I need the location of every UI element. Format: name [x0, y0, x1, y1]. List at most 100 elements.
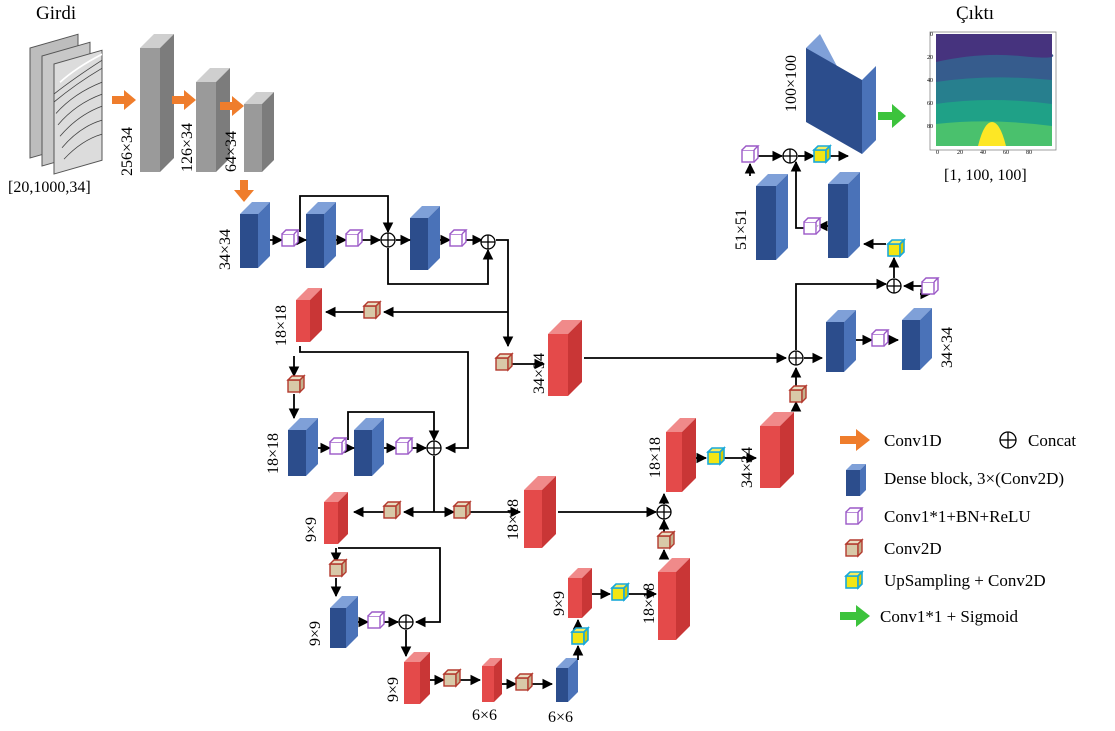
x-tick-40: 40	[980, 150, 986, 156]
dense-block-e1a	[240, 202, 270, 268]
concat-symbols	[380, 148, 902, 630]
legend-orange-arrow-icon	[840, 429, 870, 451]
green-arrow	[878, 104, 906, 128]
dense-block-e2a	[288, 418, 318, 476]
up-cube-2	[610, 582, 630, 602]
red-block-9x9-a	[324, 492, 348, 544]
conv2d-cube-10	[788, 384, 808, 404]
conv2d-cube-5	[452, 500, 472, 520]
bn-cube-5	[395, 437, 414, 455]
gray-block-256x34	[140, 34, 174, 172]
bn-cube-7	[871, 329, 890, 347]
x-tick-0: 0	[936, 150, 939, 156]
red-block-34x34-skip	[548, 320, 582, 396]
legend-upsampling-cube-icon	[844, 570, 864, 590]
output-shape-label: [1, 100, 100]	[944, 167, 1027, 184]
conv2d-cube-6	[328, 558, 348, 578]
x-tick-60: 60	[1003, 150, 1009, 156]
dim-9x9-up: 9×9	[551, 590, 568, 616]
dense-blocks	[240, 34, 932, 702]
legend-conv2d: Conv2D	[884, 539, 942, 558]
red-block-18x18-a	[296, 288, 322, 342]
dim-34x34-enc: 34×34	[217, 228, 234, 270]
dim-34x34-up: 34×34	[739, 446, 756, 488]
connections	[270, 150, 932, 690]
conv2d-cube-9	[656, 530, 676, 550]
legend-upsampling: UpSampling + Conv2D	[884, 571, 1046, 590]
up-cube-4	[886, 238, 906, 258]
legend-sigmoid: Conv1*1 + Sigmoid	[880, 607, 1019, 626]
bn-cube-6	[367, 611, 386, 629]
input-shape-label: [20,1000,34]	[8, 179, 91, 196]
x-tick-80: 80	[1026, 150, 1032, 156]
dense-block-e1c	[410, 206, 440, 270]
red-block-6x6	[482, 658, 502, 702]
legend-concat: Concat	[1028, 431, 1077, 450]
conv2d-cubes	[286, 300, 808, 692]
input-seismic-stack	[29, 33, 103, 175]
dense-block-e1b	[306, 202, 336, 268]
dim-18x18-up-b: 18×18	[647, 436, 664, 478]
y-tick-60: 60	[927, 101, 933, 107]
conv-blocks	[296, 288, 794, 704]
legend-concat-icon	[999, 431, 1017, 449]
legend-conv1d: Conv1D	[884, 431, 942, 450]
bn-cube-9	[803, 217, 822, 235]
conv2d-cube-2	[494, 352, 514, 372]
red-block-9x9-b	[404, 652, 430, 704]
orange-arrows	[112, 90, 254, 202]
dim-6x6-a: 6×6	[472, 707, 498, 724]
concat-d34b	[886, 278, 902, 294]
y-tick-40: 40	[927, 78, 933, 84]
legend-conv2d-cube-icon	[844, 538, 864, 558]
x-tick-20: 20	[957, 150, 963, 156]
dense-block-d1b	[902, 308, 932, 370]
red-block-34x34-up	[760, 412, 794, 488]
dim-34x34-skip: 34×34	[531, 352, 548, 394]
dense-block-output	[806, 34, 876, 154]
bn-cubes	[281, 145, 940, 629]
bn-cube-3	[449, 229, 468, 247]
dim-9x9-c: 9×9	[385, 676, 402, 702]
y-tick-20: 20	[927, 55, 933, 61]
legend-bn-cube-icon	[845, 507, 864, 525]
concat-d34	[788, 350, 804, 366]
dense-block-d2a	[756, 174, 788, 260]
dim-18x18-b: 18×18	[265, 432, 282, 474]
dim-34x34-dec: 34×34	[939, 326, 956, 368]
output-title: Çıktı	[956, 3, 995, 24]
concat-e1b	[480, 234, 496, 250]
dim-256x34: 256×34	[119, 126, 136, 176]
dim-18x18-a: 18×18	[273, 304, 290, 346]
concat-d18	[656, 504, 672, 520]
dim-64x34: 64×34	[223, 130, 240, 172]
up-cube-5	[812, 144, 832, 164]
dim-100x100: 100×100	[783, 54, 800, 112]
dim-18x18-skip: 18×18	[505, 498, 522, 540]
bn-cube-10	[741, 145, 760, 163]
bn-cube-1	[281, 229, 300, 247]
bn-cube-4	[329, 437, 348, 455]
gray-block-126x34	[196, 68, 230, 172]
bn-cube-2	[345, 229, 364, 247]
dim-9x9-b: 9×9	[307, 620, 324, 646]
concat-e2	[426, 440, 442, 456]
dim-126x34: 126×34	[179, 122, 196, 172]
conv2d-cube-4	[382, 500, 402, 520]
dense-block-d2b	[828, 172, 860, 258]
dense-block-d1a	[826, 310, 856, 372]
dense-block-e2b	[354, 418, 384, 476]
bn-cube-8	[921, 277, 940, 295]
conv2d-cube-8	[514, 672, 534, 692]
legend-green-arrow-icon	[840, 605, 870, 627]
up-cube-1	[570, 626, 590, 646]
upsampling-cubes	[570, 144, 906, 646]
legend-dense-icon	[846, 464, 866, 496]
up-cube-3	[706, 446, 726, 466]
legend-dense: Dense block, 3×(Conv2D)	[884, 469, 1065, 488]
conv2d-cube-3	[286, 374, 306, 394]
y-tick-0: 0	[930, 32, 933, 38]
red-block-9x9-up	[568, 568, 592, 618]
legend-icons	[840, 429, 1017, 627]
